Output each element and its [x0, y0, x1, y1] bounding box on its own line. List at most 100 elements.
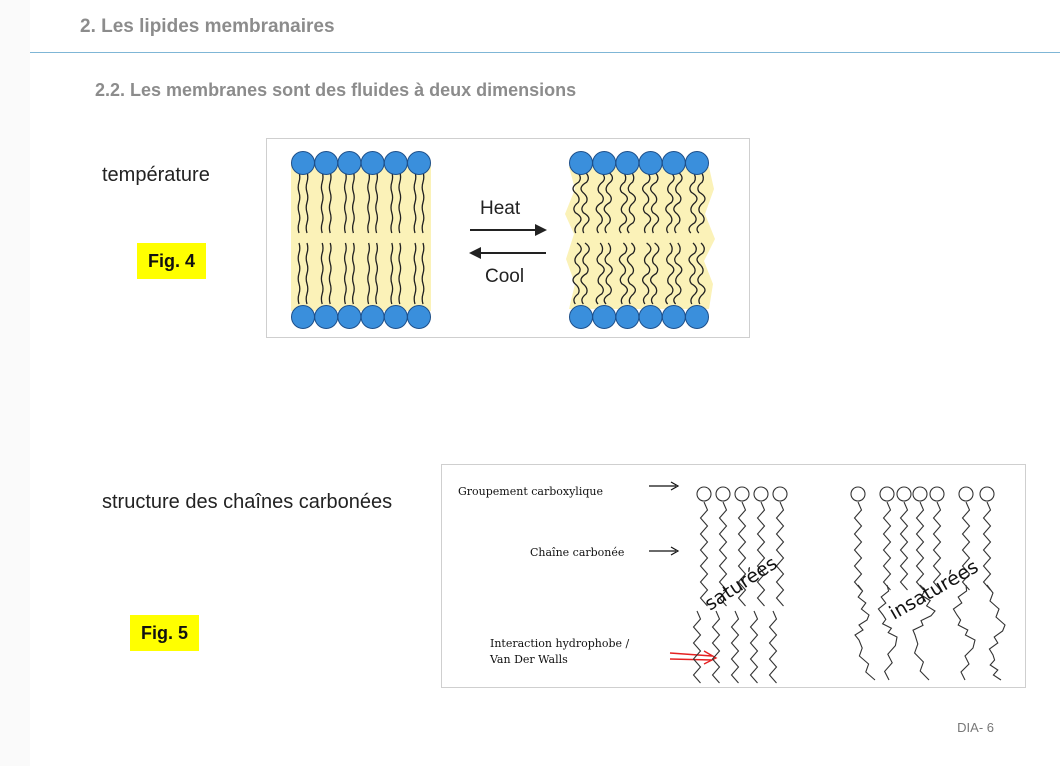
lipid-head — [360, 305, 385, 329]
figure-4-bilayer: Heat Cool — [266, 138, 750, 338]
lipid-tail — [572, 171, 582, 234]
carboxyl-head — [753, 486, 769, 502]
carboxyl-head — [715, 486, 731, 502]
lipid-tail — [421, 242, 425, 305]
slide-number: DIA- 6 — [957, 720, 994, 735]
saturated-chain — [737, 501, 747, 607]
lipid-tail — [673, 242, 683, 305]
lipid-tail — [351, 242, 355, 305]
unsaturated-chain — [932, 501, 942, 591]
unsaturated-kinked-chain — [877, 584, 898, 681]
lipid-tail — [673, 171, 683, 234]
carboxyl-head — [912, 486, 928, 502]
header-divider — [30, 52, 1060, 53]
lipid-tail — [320, 171, 324, 234]
lipid-tail — [421, 171, 425, 234]
lipid-tail — [595, 242, 605, 305]
lipid-head — [592, 305, 617, 329]
lipid-tail — [618, 242, 629, 305]
saturated-chain-lower — [711, 610, 721, 684]
annotation-interaction-1: Interaction hydrophobe / — [490, 637, 629, 650]
unsaturated-chain — [882, 501, 892, 591]
carboxyl-head — [929, 486, 945, 502]
lipid-tail — [603, 242, 613, 305]
label-saturated: saturées — [701, 552, 782, 615]
red-arrow-1 — [669, 652, 713, 657]
lipid-tail — [649, 242, 660, 305]
unsaturated-chain — [982, 501, 992, 591]
fig4-badge: Fig. 4 — [137, 243, 207, 279]
ordered-bilayer — [291, 151, 431, 329]
lipid-tail — [696, 242, 706, 305]
hydrophobic-core — [291, 164, 431, 311]
lipid-tail — [351, 171, 355, 234]
saturated-chain-lower — [692, 610, 702, 684]
lipid-tail — [649, 171, 660, 234]
unsaturated-kinked-chain — [912, 584, 936, 681]
lipid-head — [360, 151, 385, 175]
lipid-tail — [328, 242, 332, 305]
unsaturated-kinked-chain — [854, 584, 876, 681]
lipid-tail — [580, 242, 590, 305]
unsaturated-chain — [853, 501, 863, 591]
saturated-chain — [756, 501, 766, 607]
lipid-tail — [320, 242, 324, 305]
lipid-tail — [580, 171, 590, 234]
lipid-head — [569, 305, 593, 329]
unsaturated-kinked-chain — [986, 584, 1006, 681]
lipid-head — [337, 305, 362, 329]
saturated-chain — [775, 501, 785, 607]
lipid-head — [638, 305, 663, 329]
arrow-carboxyl-head — [670, 481, 680, 491]
lipid-tail — [688, 242, 698, 305]
unsaturated-chain — [915, 501, 925, 591]
lipid-head — [638, 151, 663, 175]
lipid-head — [615, 151, 640, 175]
carboxyl-head — [896, 486, 912, 502]
lipid-head — [383, 305, 408, 329]
lipid-tail — [413, 242, 417, 305]
lipid-tail — [398, 242, 402, 305]
lipid-head — [592, 151, 617, 175]
lipid-head — [314, 305, 339, 329]
section-subtitle: 2.2. Les membranes sont des fluides à de… — [95, 80, 577, 100]
lipid-tail — [328, 171, 332, 234]
lipid-tail — [343, 242, 347, 305]
fluid-bilayer — [565, 151, 715, 329]
lipid-tail — [618, 171, 629, 234]
carboxyl-head — [772, 486, 788, 502]
lipid-tail — [688, 171, 698, 234]
lipid-tail — [367, 171, 371, 234]
unsaturated-chain — [899, 501, 909, 591]
page-title: 2. Les lipides membranaires — [80, 16, 335, 37]
annotation-carboxyl: Groupement carboxylique — [458, 485, 603, 498]
fig5-illustration: Groupement carboxylique Chaîne carbonée … — [458, 481, 1006, 684]
label-temperature: température — [102, 164, 210, 186]
red-arrow-head — [703, 650, 718, 665]
figure-5-chains: Groupement carboxylique Chaîne carbonée … — [441, 464, 1026, 688]
unsaturated-chains — [850, 486, 1006, 681]
lipid-head — [661, 151, 686, 175]
lipid-tail — [297, 171, 301, 234]
unsaturated-kinked-chain — [952, 584, 976, 681]
side-strip — [0, 0, 30, 766]
lipid-head — [685, 305, 709, 329]
lipid-tail — [297, 242, 301, 305]
saturated-chain — [718, 501, 728, 607]
lipid-head — [569, 151, 593, 175]
red-arrow-2 — [669, 658, 713, 661]
lipid-tail — [696, 171, 706, 234]
saturated-chain-lower — [768, 610, 778, 684]
lipid-tail — [572, 242, 582, 305]
saturated-chain — [699, 501, 709, 607]
lipid-head — [685, 151, 709, 175]
lipid-head — [291, 305, 315, 329]
label-chain-structure: structure des chaînes carbonées — [102, 491, 393, 513]
fig4-illustration: Heat Cool — [291, 151, 715, 329]
cool-label: Cool — [485, 266, 524, 287]
lipid-head — [291, 151, 315, 175]
lipid-head — [314, 151, 339, 175]
carboxyl-head — [696, 486, 712, 502]
carboxyl-head — [850, 486, 866, 502]
